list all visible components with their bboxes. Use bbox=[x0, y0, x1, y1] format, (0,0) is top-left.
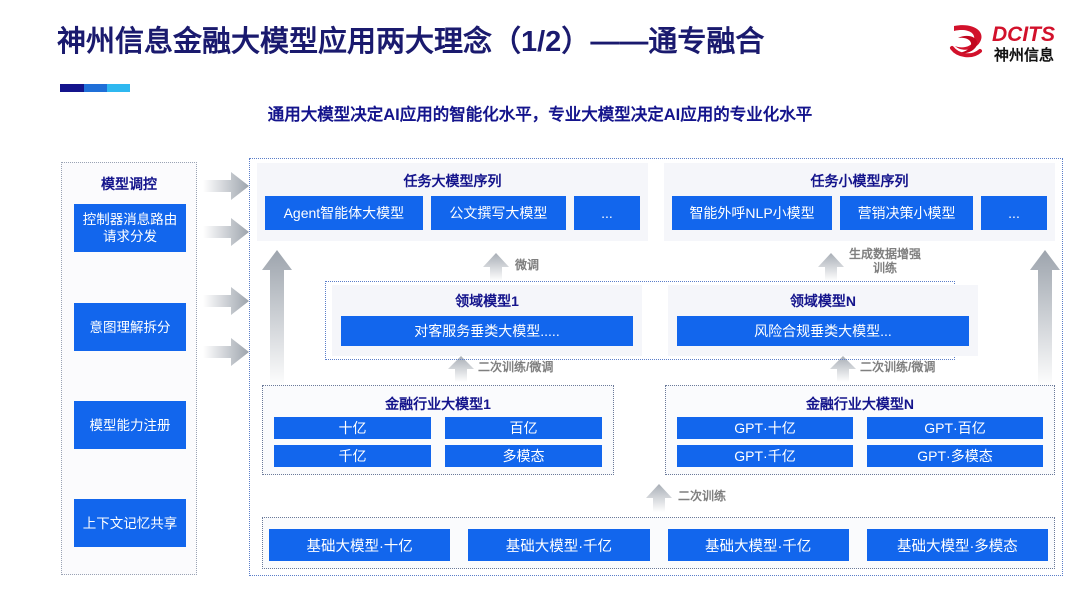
up-arrow-icon-long-right bbox=[1030, 250, 1060, 388]
industry-1-cell-multimodal[interactable]: 多模态 bbox=[445, 445, 602, 467]
title-underline-accent bbox=[60, 84, 130, 92]
up-arrow-icon-retrain-base bbox=[646, 484, 672, 512]
control-panel-title: 模型调控 bbox=[101, 176, 157, 192]
up-arrow-icon-data-augment bbox=[818, 253, 844, 281]
logo-wordmark-en: DCITS bbox=[992, 23, 1055, 46]
industry-model-n-title: 金融行业大模型N bbox=[805, 396, 915, 412]
up-arrow-icon-long-left bbox=[262, 250, 292, 388]
base-model-hundred-billion[interactable]: 基础大模型·千亿 bbox=[468, 529, 650, 561]
arrow-label-retrain-base: 二次训练 bbox=[678, 489, 727, 503]
page-subtitle: 通用大模型决定AI应用的智能化水平，专业大模型决定AI应用的专业化水平 bbox=[267, 106, 813, 124]
arrow-label-retrain-right: 二次训练/微调 bbox=[860, 360, 936, 374]
base-model-trillion[interactable]: 基础大模型·千亿 bbox=[667, 529, 849, 561]
chip-marketing-decision-small-model[interactable]: 营销决策小模型 bbox=[840, 196, 974, 230]
control-item-message-routing[interactable]: 控制器消息路由请求分发 bbox=[74, 204, 186, 252]
industry-1-cell-ten-billion[interactable]: 百亿 bbox=[445, 417, 602, 439]
base-model-multimodal[interactable]: 基础大模型·多模态 bbox=[866, 529, 1048, 561]
industry-n-cell-gpt-multimodal[interactable]: GPT·多模态 bbox=[867, 445, 1043, 467]
task-small-model-chip-row: 智能外呼NLP小模型 营销决策小模型 ... bbox=[672, 196, 1048, 230]
logo-swirl-icon bbox=[950, 25, 982, 58]
task-small-model-sequence-card: 任务小模型序列 智能外呼NLP小模型 营销决策小模型 ... bbox=[664, 163, 1055, 241]
industry-n-cell-gpt-billion[interactable]: GPT·十亿 bbox=[677, 417, 853, 439]
right-arrow-icon-2 bbox=[203, 218, 249, 246]
underline-segment-3 bbox=[107, 84, 130, 92]
arrow-label-data-augment-line1: 生成数据增强 bbox=[849, 247, 922, 261]
industry-model-n-card: 金融行业大模型N GPT·十亿 GPT·百亿 GPT·千亿 GPT·多模态 bbox=[665, 385, 1055, 475]
domain-model-1-card: 领域模型1 对客服务垂类大模型..... bbox=[332, 285, 642, 356]
arrow-label-data-augment-line2: 训练 bbox=[873, 261, 898, 275]
task-small-model-sequence-title: 任务小模型序列 bbox=[810, 173, 909, 189]
chip-outbound-nlp-small-model[interactable]: 智能外呼NLP小模型 bbox=[672, 196, 833, 230]
underline-segment-2 bbox=[84, 84, 107, 92]
up-arrow-icon-fine-tune bbox=[483, 253, 509, 281]
arrow-label-fine-tune: 微调 bbox=[515, 258, 540, 272]
industry-n-cell-gpt-ten-billion[interactable]: GPT·百亿 bbox=[867, 417, 1043, 439]
page-header: 神州信息金融大模型应用两大理念（1/2）——通专融合 通用大模型决定AI应用的智… bbox=[0, 0, 1080, 140]
control-item-context-memory[interactable]: 上下文记忆共享 bbox=[74, 499, 186, 547]
chip-agent-large-model[interactable]: Agent智能体大模型 bbox=[265, 196, 423, 230]
right-arrow-icon-1 bbox=[203, 172, 249, 200]
domain-model-n-title: 领域模型N bbox=[789, 293, 857, 309]
base-models-row: 基础大模型·十亿 基础大模型·千亿 基础大模型·千亿 基础大模型·多模态 bbox=[269, 529, 1048, 561]
industry-n-cell-gpt-hundred-billion[interactable]: GPT·千亿 bbox=[677, 445, 853, 467]
page-title: 神州信息金融大模型应用两大理念（1/2）——通专融合 bbox=[57, 26, 765, 58]
base-model-billion[interactable]: 基础大模型·十亿 bbox=[269, 529, 451, 561]
task-large-model-chip-row: Agent智能体大模型 公文撰写大模型 ... bbox=[265, 196, 640, 230]
up-arrow-icon-retrain-right bbox=[830, 356, 856, 382]
industry-model-1-title: 金融行业大模型1 bbox=[385, 396, 491, 412]
domain-model-n-card: 领域模型N 风险合规垂类大模型... bbox=[668, 285, 978, 356]
underline-segment-1 bbox=[60, 84, 84, 92]
domain-model-1-chip[interactable]: 对客服务垂类大模型..... bbox=[341, 316, 633, 346]
arrow-label-retrain-left: 二次训练/微调 bbox=[478, 360, 554, 374]
domain-model-n-chip[interactable]: 风险合规垂类大模型... bbox=[677, 316, 969, 346]
industry-model-1-card: 金融行业大模型1 十亿 百亿 千亿 多模态 bbox=[262, 385, 614, 475]
architecture-outer-frame bbox=[249, 158, 1063, 576]
arrow-label-data-augment: 生成数据增强 训练 bbox=[849, 247, 921, 275]
right-arrow-icon-4 bbox=[203, 338, 249, 366]
industry-model-1-grid: 十亿 百亿 千亿 多模态 bbox=[274, 417, 602, 467]
control-item-intent-parsing[interactable]: 意图理解拆分 bbox=[74, 303, 186, 351]
chip-document-writing-large-model[interactable]: 公文撰写大模型 bbox=[430, 196, 566, 230]
logo-wordmark-cn: 神州信息 bbox=[994, 46, 1054, 64]
domain-model-1-title: 领域模型1 bbox=[455, 293, 519, 309]
dcits-logo: DCITS 神州信息 bbox=[944, 18, 1068, 66]
task-large-model-sequence-card: 任务大模型序列 Agent智能体大模型 公文撰写大模型 ... bbox=[257, 163, 648, 241]
industry-model-n-grid: GPT·十亿 GPT·百亿 GPT·千亿 GPT·多模态 bbox=[677, 417, 1043, 467]
up-arrow-icon-retrain-left bbox=[448, 356, 474, 382]
chip-more-large-models[interactable]: ... bbox=[574, 196, 640, 230]
industry-1-cell-billion[interactable]: 十亿 bbox=[274, 417, 431, 439]
industry-1-cell-hundred-billion[interactable]: 千亿 bbox=[274, 445, 431, 467]
task-large-model-sequence-title: 任务大模型序列 bbox=[403, 173, 502, 189]
right-arrow-icon-3 bbox=[203, 287, 249, 315]
control-item-capability-registry[interactable]: 模型能力注册 bbox=[74, 401, 186, 449]
chip-more-small-models[interactable]: ... bbox=[981, 196, 1048, 230]
model-control-panel: 模型调控 控制器消息路由请求分发 意图理解拆分 模型能力注册 上下文记忆共享 bbox=[61, 162, 197, 575]
